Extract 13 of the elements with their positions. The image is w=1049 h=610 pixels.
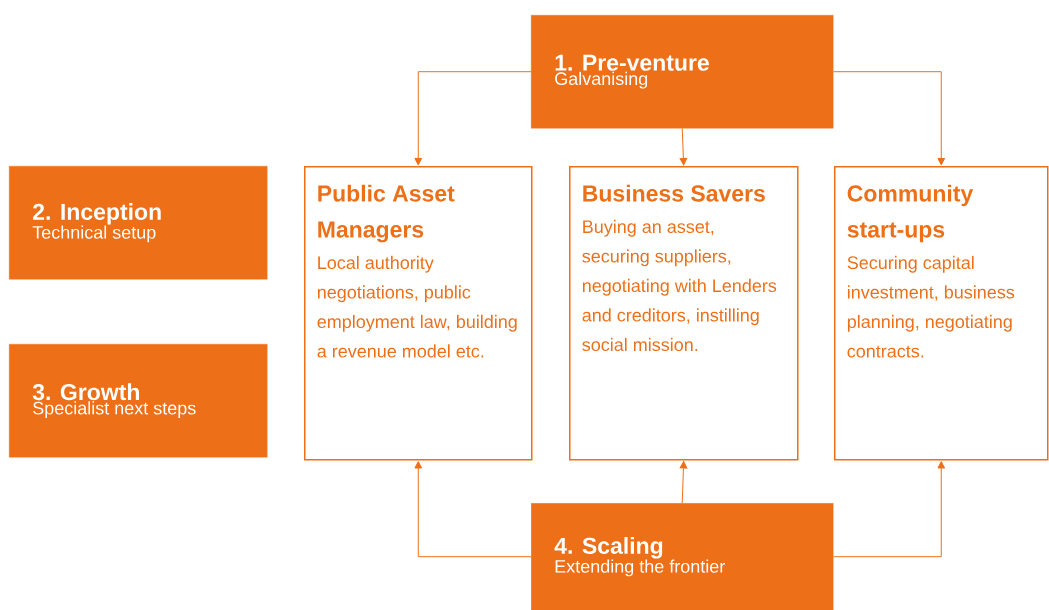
arrow (679, 461, 688, 504)
stage-box: 2. Inception Technical setup (9, 166, 268, 280)
stage-box: 3. Growth Specialist next steps (9, 344, 268, 458)
arrow (679, 127, 688, 166)
category-box: Community start-ups Securing capital investment, business planning, negotiating contracts. (834, 166, 1049, 461)
category-box: Business Savers Buying an asset, securing suppliers, negotiating with Lenders and creditors, instilling social mission. (569, 166, 799, 461)
category-box: Public Asset Managers Local authority negotiations, public employment law, building a revenue model etc. (304, 166, 533, 461)
arrow (832, 461, 946, 558)
stage-box: 4. Scaling Extending the frontier (531, 503, 834, 610)
arrow (414, 461, 532, 558)
stage-box: 1. Pre-venture Galvanising (531, 15, 834, 129)
arrow (832, 71, 946, 166)
arrow (414, 71, 532, 166)
